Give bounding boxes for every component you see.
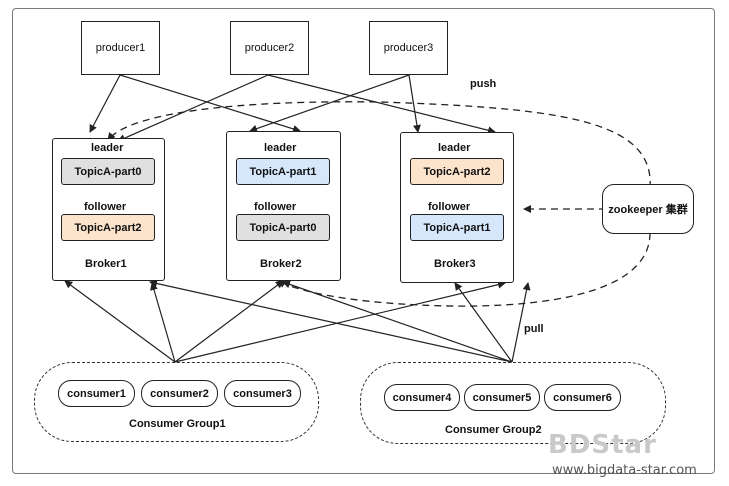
broker3-leader-partition: TopicA-part2 (410, 158, 504, 185)
zookeeper-to-broker2-dashed (277, 232, 651, 307)
consumer-group2 (360, 362, 666, 444)
broker3-name: Broker3 (434, 258, 476, 270)
consumer-group1 (34, 362, 319, 442)
arrow-producer3-broker3 (408, 74, 421, 133)
broker1-follower-label: follower (84, 201, 127, 213)
arrow-group1-broker2 (174, 280, 284, 363)
arrow-group2-broker3-a (454, 282, 513, 363)
consumer3: consumer3 (224, 380, 301, 407)
broker2-name: Broker2 (260, 258, 302, 270)
broker2-follower-partition: TopicA-part0 (236, 214, 330, 241)
producer1-box: producer1 (81, 21, 160, 75)
zookeeper-label: zookeeper 集群 (608, 204, 688, 216)
broker2-leader-partition: TopicA-part1 (236, 158, 330, 185)
broker2-leader-label: leader (264, 142, 297, 154)
arrow-producer1-broker2 (119, 74, 301, 133)
arrow-group2-broker1 (149, 279, 513, 363)
arrow-producer1-broker1 (89, 74, 121, 133)
arrow-group2-broker3-b (511, 282, 531, 363)
zookeeper-cluster: zookeeper 集群 (602, 184, 694, 234)
consumer6: consumer6 (544, 384, 621, 411)
diagram-frame (12, 8, 715, 474)
watermark-logo: BDStar (548, 430, 657, 460)
broker1-name: Broker1 (85, 258, 127, 270)
producer3-box: producer3 (369, 21, 448, 75)
consumer-group2-name: Consumer Group2 (445, 424, 542, 436)
consumer1: consumer1 (58, 380, 135, 407)
arrow-producer2-broker3 (267, 74, 496, 135)
arrow-group1-broker1-a (64, 280, 176, 363)
consumer-group1-name: Consumer Group1 (129, 418, 226, 430)
push-label: push (470, 78, 497, 90)
broker3-leader-label: leader (438, 142, 471, 154)
broker2-box (226, 131, 341, 281)
producer2-label: producer2 (244, 42, 295, 54)
broker1-leader-partition: TopicA-part0 (61, 158, 155, 185)
arrow-group1-broker1-b (150, 282, 176, 363)
consumer2: consumer2 (141, 380, 218, 407)
arrow-producer3-broker2 (249, 74, 410, 133)
broker3-follower-partition: TopicA-part1 (410, 214, 504, 241)
broker1-follower-partition: TopicA-part2 (61, 214, 155, 241)
producer3-label: producer3 (383, 42, 434, 54)
arrow-producer2-broker1 (117, 74, 269, 142)
broker1-leader-label: leader (91, 142, 124, 154)
broker3-box (400, 132, 514, 283)
consumer5: consumer5 (464, 384, 540, 411)
broker2-follower-label: follower (254, 201, 297, 213)
watermark-url: www.bigdata-star.com (552, 463, 697, 478)
producer1-label: producer1 (95, 42, 146, 54)
arrow-group1-broker3 (174, 280, 506, 363)
arrow-group2-broker2 (282, 280, 513, 363)
broker3-follower-label: follower (428, 201, 471, 213)
consumer4: consumer4 (384, 384, 460, 411)
pull-label: pull (524, 323, 544, 335)
producer2-box: producer2 (230, 21, 309, 75)
zookeeper-to-broker1-dashed (107, 101, 651, 189)
